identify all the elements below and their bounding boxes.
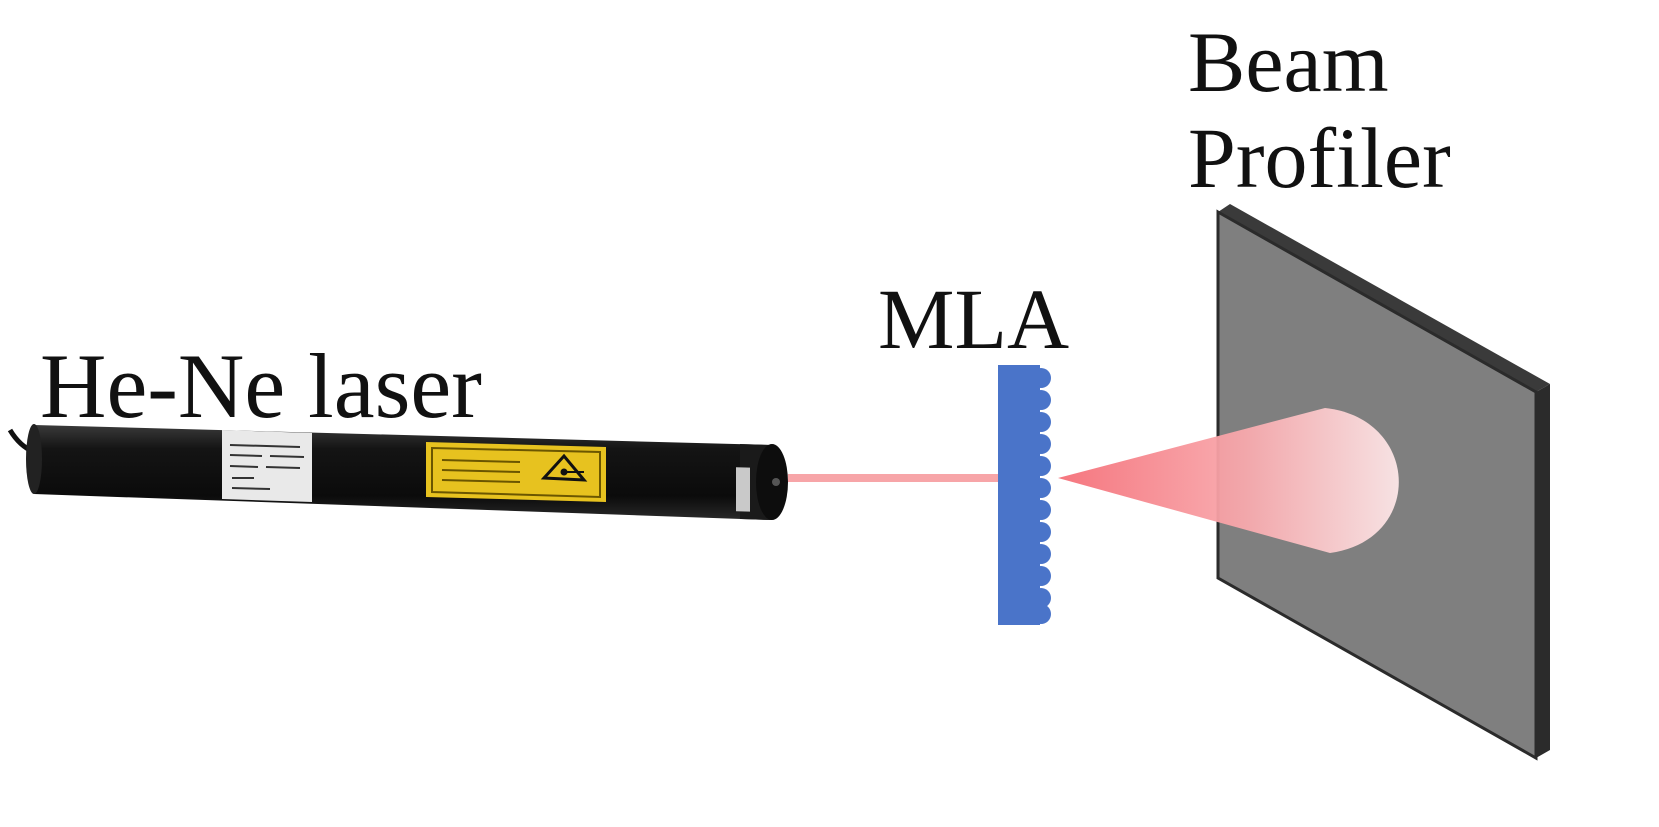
diverging-beam <box>1058 408 1399 553</box>
laser-warning-icon <box>426 442 606 502</box>
mla-label: MLA <box>878 271 1070 367</box>
spec-label <box>222 430 312 502</box>
beam-profiler-label-line1: Beam <box>1188 14 1389 110</box>
microlens-array-icon <box>998 365 1051 625</box>
laser-tube-icon <box>7 424 788 520</box>
beam-profiler-label-line2: Profiler <box>1188 110 1451 207</box>
beam-profiler-label: Beam Profiler <box>1188 14 1451 207</box>
laser-label: He-Ne laser <box>40 335 482 437</box>
